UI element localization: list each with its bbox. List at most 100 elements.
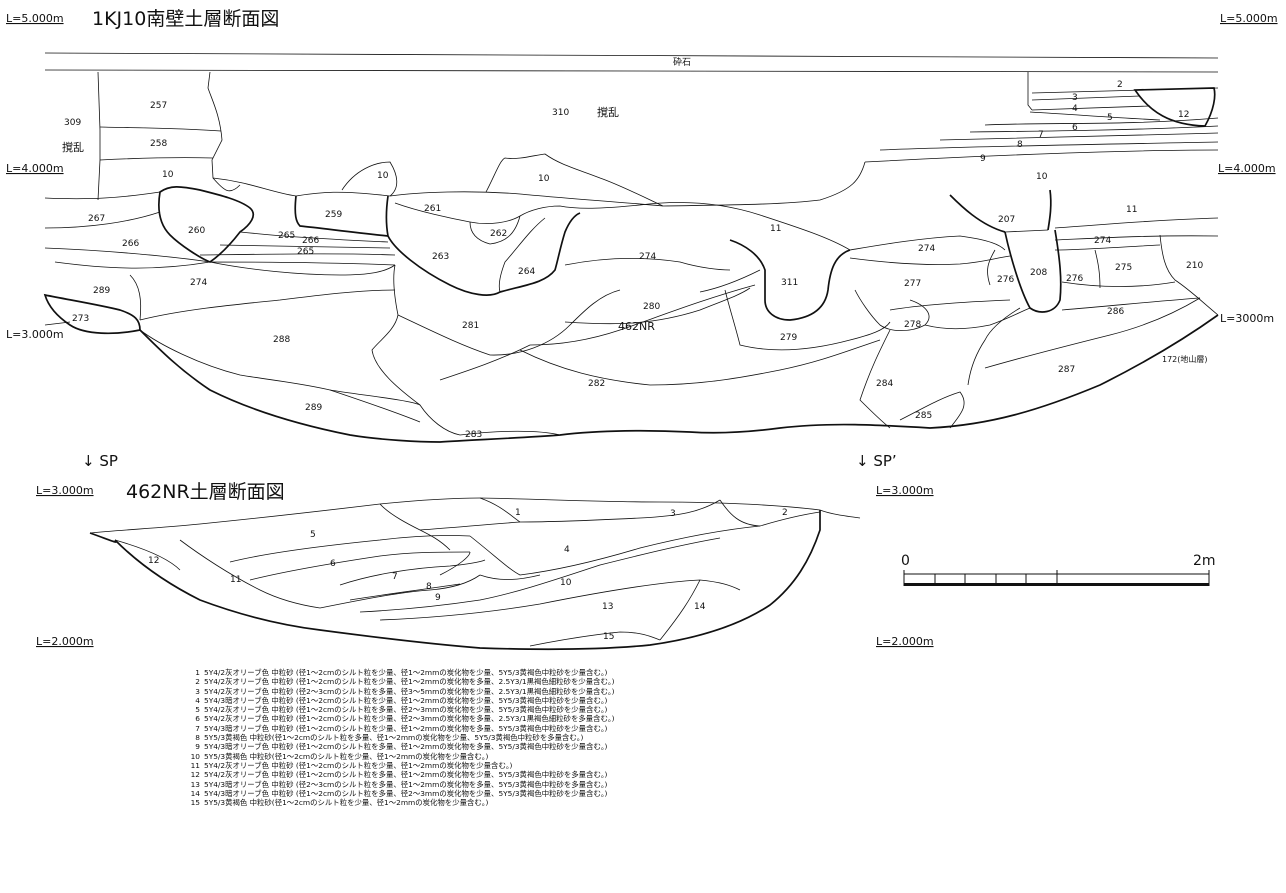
label-2: 2 (1117, 80, 1123, 90)
lower-level-3m-left: L=3.000m (36, 484, 94, 497)
label-311: 311 (781, 278, 798, 288)
upper-section-labels: 砕石 309 撹乱 257 258 310 撹乱 2 3 4 5 12 6 7 … (62, 56, 1208, 440)
legend-description: 5Y4/2灰オリーブ色 中粒砂 (径1～2cmのシルト粒を少量、径1～2mmの炭… (204, 668, 608, 677)
lower-label-13: 13 (602, 602, 613, 612)
legend-description: 5Y4/3暗オリーブ色 中粒砂 (径2～3cmのシルト粒を多量、径1～2mmの炭… (204, 779, 608, 789)
legend-number: 14 (190, 788, 200, 798)
label-259: 259 (325, 210, 342, 220)
level-3m-right: L=3000m (1220, 312, 1274, 325)
label-disturb-left: 撹乱 (62, 140, 84, 154)
label-279: 279 (780, 333, 797, 343)
label-281: 281 (462, 321, 479, 331)
label-277: 277 (904, 279, 921, 289)
label-263: 263 (432, 252, 449, 262)
sp-left-marker: ↓ SP (82, 452, 118, 470)
lower-label-7: 7 (392, 572, 398, 582)
label-274-b: 274 (918, 244, 935, 254)
label-8: 8 (1017, 140, 1023, 150)
legend-number: 5 (195, 705, 200, 715)
legend-number: 9 (195, 742, 200, 752)
legend-row: 10 5Y5/3黄褐色 中粒砂(径1～2cmのシルト粒を少量、径1～2mmの炭化物… (178, 752, 614, 761)
legend-number: 10 (190, 751, 200, 761)
layer-legend: 1 5Y4/2灰オリーブ色 中粒砂 (径1～2cmのシルト粒を少量、径1～2mmの… (178, 668, 615, 808)
label-260: 260 (188, 226, 205, 236)
label-11-b: 11 (1126, 205, 1137, 215)
label-261: 261 (424, 204, 441, 214)
legend-number: 6 (195, 714, 200, 724)
label-207: 207 (998, 215, 1015, 225)
lower-label-15: 15 (603, 632, 614, 642)
label-289-a: 289 (93, 286, 110, 296)
legend-row: 9 5Y4/3暗オリーブ色 中粒砂 (径1～2cmのシルト粒を多量、径1～2mmの… (178, 742, 614, 751)
label-289-b: 289 (305, 403, 322, 413)
label-208: 208 (1030, 268, 1047, 278)
legend-number: 1 (195, 668, 200, 677)
legend-description: 5Y4/3暗オリーブ色 中粒砂 (径1～2cmのシルト粒を少量、径1～2mmの炭… (204, 723, 608, 733)
label-283: 283 (465, 430, 482, 440)
label-262: 262 (490, 229, 507, 239)
legend-description: 5Y4/3暗オリーブ色 中粒砂 (径1～2cmのシルト粒を少量、径1～2mmの炭… (204, 695, 608, 705)
label-264: 264 (518, 267, 535, 277)
label-309: 309 (64, 118, 81, 128)
legend-number: 15 (190, 798, 200, 808)
label-10-c: 10 (538, 174, 550, 184)
lower-level-3m-right: L=3.000m (876, 484, 934, 497)
scale-max: 2m (1193, 553, 1216, 569)
lower-level-2m-right: L=2.000m (876, 635, 934, 648)
legend-description: 5Y4/3暗オリーブ色 中粒砂 (径1～2cmのシルト粒を多量、径2～3mmの炭… (204, 788, 608, 798)
lower-label-2: 2 (782, 508, 788, 518)
lower-label-14: 14 (694, 602, 706, 612)
legend-row: 11 5Y4/2灰オリーブ色 中粒砂 (径1～2cmのシルト粒を少量、径1～2mm… (178, 761, 614, 770)
lower-label-9: 9 (435, 593, 441, 603)
label-210: 210 (1186, 261, 1203, 271)
legend-description: 5Y4/2灰オリーブ色 中粒砂 (径1～2cmのシルト粒を少量、径1～2mmの炭… (204, 760, 513, 770)
label-266-a: 266 (302, 236, 319, 246)
label-10-a: 10 (162, 170, 174, 180)
lower-label-4: 4 (564, 545, 570, 555)
legend-row: 14 5Y4/3暗オリーブ色 中粒砂 (径1～2cmのシルト粒を多量、径2～3mm… (178, 789, 614, 798)
lower-label-5: 5 (310, 530, 316, 540)
legend-number: 11 (190, 760, 200, 770)
label-12: 12 (1178, 110, 1189, 120)
lower-label-3: 3 (670, 509, 676, 519)
label-275: 275 (1115, 263, 1132, 273)
lower-label-12: 12 (148, 556, 159, 566)
label-266-b: 266 (122, 239, 139, 249)
label-276-b: 276 (1066, 274, 1083, 284)
legend-description: 5Y5/3黄褐色 中粒砂(径1～2cmのシルト粒を多量、径1～2mmの炭化物を少… (204, 733, 584, 743)
label-258: 258 (150, 139, 167, 149)
legend-description: 5Y4/2灰オリーブ色 中粒砂 (径2～3cmのシルト粒を多量、径3～5mmの炭… (204, 686, 615, 696)
legend-description: 5Y4/2灰オリーブ色 中粒砂 (径1～2cmのシルト粒を多量、径1～2mmの炭… (204, 770, 608, 780)
label-274-d: 274 (190, 278, 207, 288)
label-462NR: 462NR (618, 320, 655, 333)
label-276-a: 276 (997, 275, 1014, 285)
sp-right-marker: ↓ SP’ (856, 452, 897, 470)
label-10-d: 10 (1036, 172, 1048, 182)
scale-bar: 0 2m (901, 553, 1216, 586)
level-5m-right: L=5.000m (1220, 12, 1278, 25)
lower-label-11: 11 (230, 575, 241, 585)
legend-description: 5Y5/3黄褐色 中粒砂(径1～2cmのシルト粒を少量、径1～2mmの炭化物を少… (204, 751, 489, 761)
lower-label-8: 8 (426, 582, 432, 592)
upper-section-lines (43, 52, 1219, 443)
legend-description: 5Y4/3暗オリーブ色 中粒砂 (径1～2cmのシルト粒を多量、径1～2mmの炭… (204, 742, 608, 752)
label-7: 7 (1038, 130, 1044, 140)
level-4m-left: L=4.000m (6, 162, 64, 175)
legend-number: 13 (190, 779, 200, 789)
lower-title: 462NR土層断面図 (126, 481, 285, 503)
lower-section-labels: 1 3 2 5 4 12 11 6 7 8 10 9 13 14 15 (148, 508, 788, 642)
lower-label-6: 6 (330, 559, 336, 569)
lower-label-1: 1 (515, 508, 521, 518)
level-3m-left: L=3.000m (6, 328, 64, 341)
label-10-b: 10 (377, 171, 389, 181)
label-284: 284 (876, 379, 893, 389)
legend-row: 13 5Y4/3暗オリーブ色 中粒砂 (径2～3cmのシルト粒を多量、径1～2mm… (178, 780, 614, 789)
upper-title: 1KJ10南壁土層断面図 (92, 8, 279, 30)
